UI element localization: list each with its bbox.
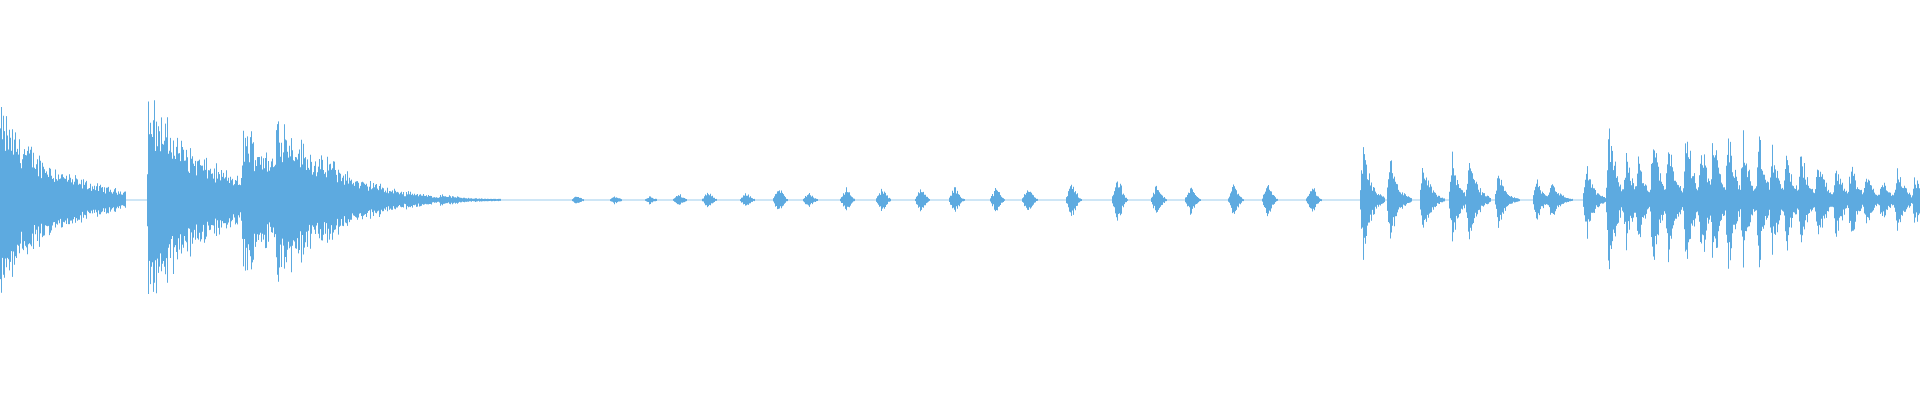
waveform-events xyxy=(0,100,1920,294)
